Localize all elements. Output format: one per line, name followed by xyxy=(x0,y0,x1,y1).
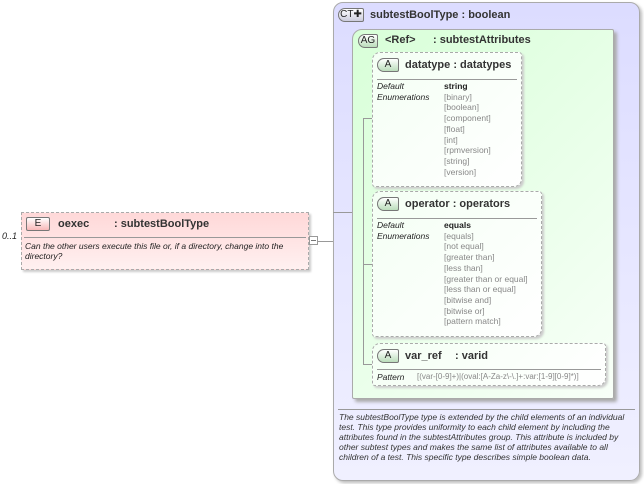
element-name: oexec xyxy=(58,218,90,230)
attribute-type: : datatypes xyxy=(453,59,512,71)
enum-value: [int] xyxy=(444,134,458,145)
default-value: string xyxy=(444,81,468,91)
attribute-datatype[interactable]: A datatype : datatypes Default Enumerati… xyxy=(372,52,522,187)
element-description: Can the other users execute this file or… xyxy=(25,241,284,261)
complex-type-description: The subtestBoolType type is extended by … xyxy=(339,412,625,462)
element-badge: E xyxy=(26,217,50,231)
enum-value: [greater than or equal] xyxy=(444,273,528,284)
default-label: Default xyxy=(377,220,404,230)
enum-value: [float] xyxy=(444,123,465,134)
attribute-name: datatype xyxy=(405,59,451,71)
attribute-name: operator xyxy=(405,198,450,210)
enum-value: [greater than] xyxy=(444,252,495,263)
cardinality: 0..1 xyxy=(2,231,18,241)
enumerations-label: Enumerations xyxy=(377,91,430,102)
attribute-badge: A xyxy=(377,349,399,363)
attribute-group-name: : subtestAttributes xyxy=(433,34,531,46)
attribute-type: : varid xyxy=(455,350,489,362)
enum-value: [equals] xyxy=(444,230,474,241)
attribute-operator[interactable]: A operator : operators Default Enumerati… xyxy=(372,191,542,337)
enum-value: [binary] xyxy=(444,91,472,102)
attribute-badge: A xyxy=(377,197,399,211)
enum-value: [less than or equal] xyxy=(444,284,516,295)
attribute-name: var_ref xyxy=(405,350,442,362)
enum-value: [version] xyxy=(444,166,477,177)
attribute-group-ref: <Ref> xyxy=(385,34,416,46)
enumerations-label: Enumerations xyxy=(377,230,430,241)
complex-type-badge: CT✚ xyxy=(338,8,364,22)
enum-value: [bitwise or] xyxy=(444,305,485,316)
enum-value: [boolean] xyxy=(444,102,479,113)
default-label: Default xyxy=(377,81,404,91)
attribute-var-ref[interactable]: A var_ref : varid Pattern [(var-[0-9]+)|… xyxy=(372,343,606,386)
pattern-value: [(var-[0-9]+)|(oval:[A-Za-z\-\.]+:var:[1… xyxy=(417,372,579,381)
enum-value: [component] xyxy=(444,113,491,124)
attribute-group-badge: AG xyxy=(358,34,378,48)
enum-value: [rpmversion] xyxy=(444,145,491,156)
element-type: : subtestBoolType xyxy=(114,218,210,230)
complex-type-title: subtestBoolType : boolean xyxy=(370,9,511,21)
enum-value: [not equal] xyxy=(444,241,484,252)
pattern-label: Pattern xyxy=(377,372,405,382)
collapse-toggle[interactable] xyxy=(309,236,318,245)
enum-value: [bitwise and] xyxy=(444,294,492,305)
enum-value: [less than] xyxy=(444,262,483,273)
attribute-badge: A xyxy=(377,58,399,72)
enum-value: [string] xyxy=(444,155,470,166)
default-value: equals xyxy=(444,220,471,230)
attribute-type: : operators xyxy=(452,198,511,210)
enum-value: [pattern match] xyxy=(444,316,501,327)
plus-icon: ✚ xyxy=(353,9,362,20)
element-oexec[interactable]: E oexec : subtestBoolType Can the other … xyxy=(21,212,309,270)
